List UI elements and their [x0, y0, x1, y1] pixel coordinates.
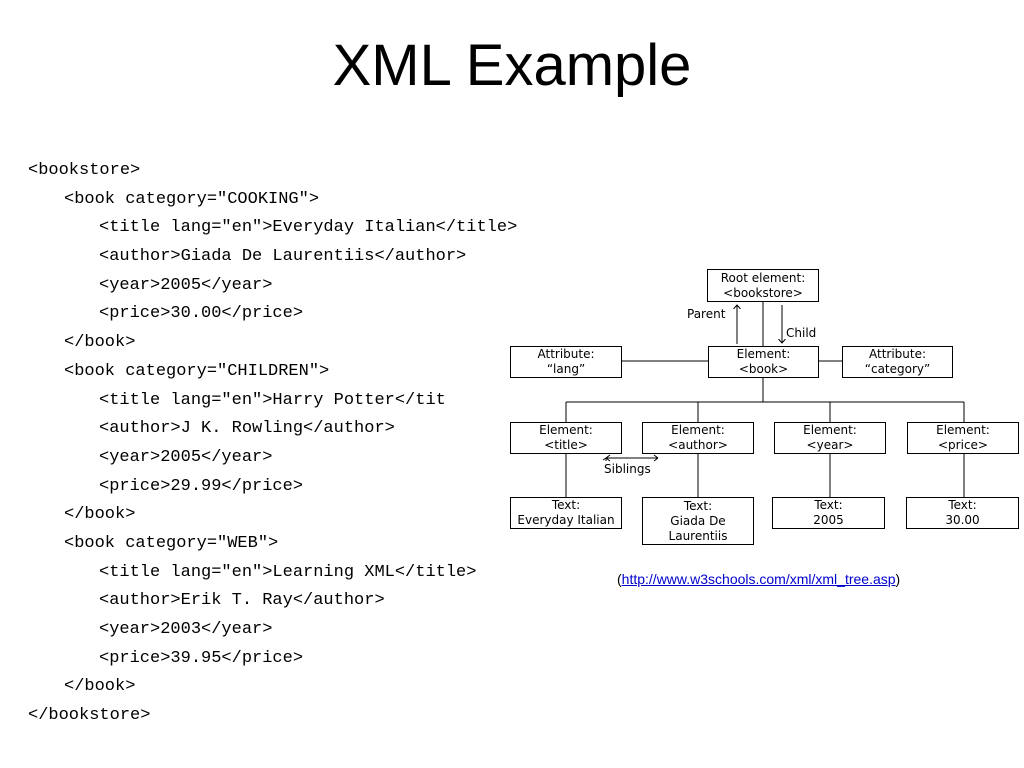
- code-line: <bookstore>: [28, 161, 141, 180]
- title-element-node: Element:<title>: [510, 422, 622, 454]
- code-line: <book category="CHILDREN">: [64, 361, 330, 381]
- source-citation: (http://www.w3schools.com/xml/xml_tree.a…: [617, 571, 900, 587]
- year-element-node: Element:<year>: [774, 422, 886, 454]
- title-text-node: Text:Everyday Italian: [510, 497, 622, 529]
- child-label: Child: [786, 326, 817, 340]
- source-close-paren: ): [895, 571, 901, 587]
- root-element-node: Root element:<bookstore>: [707, 269, 819, 302]
- code-line: <author>Erik T. Ray</author>: [99, 591, 385, 611]
- code-line: <price>29.99</price>: [99, 476, 304, 496]
- code-line: <author>J K. Rowling</author>: [99, 419, 395, 439]
- code-line: </bookstore>: [28, 706, 151, 726]
- code-line: <author>Giada De Laurentiis</author>: [99, 247, 467, 267]
- author-element-node: Element:<author>: [642, 422, 754, 454]
- code-line: </book>: [64, 505, 136, 525]
- book-element-node: Element:<book>: [708, 346, 819, 378]
- price-text-node: Text:30.00: [906, 497, 1019, 529]
- attribute-category-node: Attribute:“category”: [842, 346, 953, 378]
- code-line: <year>2003</year>: [99, 620, 273, 639]
- source-open-paren: (: [617, 571, 622, 587]
- code-line: <year>2005</year>: [99, 447, 273, 467]
- code-line: <book category="COOKING">: [64, 189, 320, 209]
- siblings-arrow-right: [653, 454, 659, 462]
- siblings-label: Siblings: [604, 462, 651, 476]
- source-link[interactable]: http://www.w3schools.com/xml/xml_tree.as…: [621, 571, 896, 587]
- attribute-lang-node: Attribute:“lang”: [510, 346, 622, 378]
- parent-label: Parent: [687, 307, 726, 321]
- code-line: <book category="WEB">: [64, 533, 279, 553]
- code-line: </book>: [64, 677, 136, 697]
- slide-title: XML Example: [332, 33, 692, 98]
- siblings-arrow-left-head: [605, 454, 611, 462]
- price-element-node: Element:<price>: [907, 422, 1019, 454]
- siblings-arrow-left: [602, 457, 607, 461]
- code-line: <title lang="en">Harry Potter</tit: [99, 390, 446, 410]
- code-line: <year>2005</year>: [99, 275, 273, 295]
- xml-code-block: <bookstore> <book category="COOKING"> <t…: [28, 157, 517, 731]
- code-line: <title lang="en">Everyday Italian</title…: [99, 218, 518, 238]
- code-line: </book>: [64, 333, 136, 353]
- year-text-node: Text:2005: [772, 497, 885, 529]
- code-line: <title lang="en">Learning XML</title>: [99, 562, 477, 582]
- tree-connectors: [565, 302, 965, 497]
- code-line: <price>30.00</price>: [99, 304, 304, 324]
- code-line: <price>39.95</price>: [99, 648, 304, 668]
